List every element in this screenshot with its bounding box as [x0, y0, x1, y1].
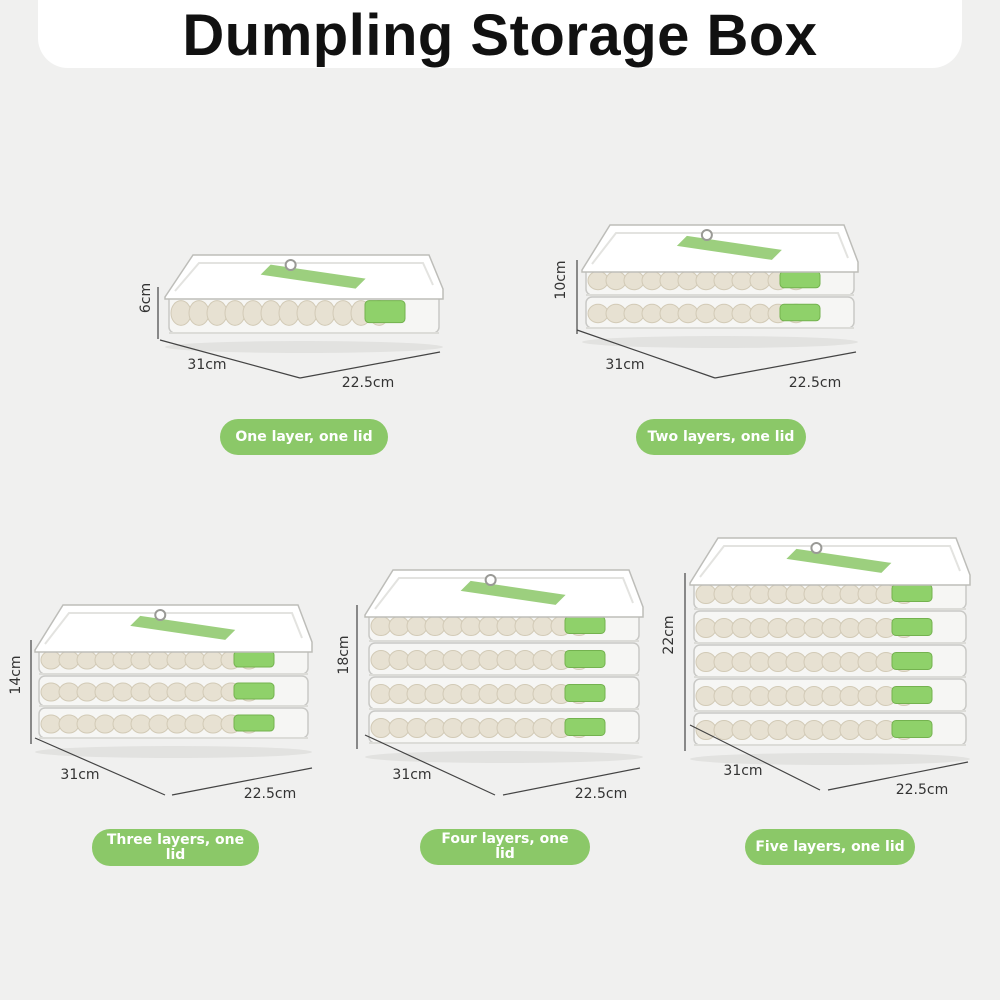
height-label: 6cm — [138, 283, 154, 313]
label-five-layers: Five layers, one lid — [745, 829, 915, 865]
label-four-layers: Four layers, one lid — [420, 829, 590, 865]
height-label: 18cm — [336, 635, 352, 674]
title-banner: Dumpling Storage Box — [38, 0, 962, 68]
width-label: 22.5cm — [575, 786, 628, 802]
label-three-layers: Three layers, one lid — [92, 829, 259, 866]
box-image — [356, 569, 644, 796]
length-label: 31cm — [605, 357, 644, 373]
width-label: 22.5cm — [342, 375, 395, 391]
box-image — [157, 254, 444, 379]
box-image — [30, 604, 313, 796]
height-label: 10cm — [553, 260, 569, 299]
box-image — [576, 224, 859, 379]
width-label: 22.5cm — [896, 782, 949, 798]
page-title: Dumpling Storage Box — [182, 3, 818, 68]
height-label: 14cm — [8, 655, 24, 694]
width-label: 22.5cm — [789, 375, 842, 391]
length-label: 31cm — [723, 763, 762, 779]
label-one-layer: One layer, one lid — [220, 419, 388, 455]
box-image — [684, 537, 971, 791]
label-two-layers: Two layers, one lid — [636, 419, 806, 455]
height-label: 22cm — [661, 615, 677, 654]
length-label: 31cm — [392, 767, 431, 783]
length-label: 31cm — [60, 767, 99, 783]
width-label: 22.5cm — [244, 786, 297, 802]
length-label: 31cm — [187, 357, 226, 373]
